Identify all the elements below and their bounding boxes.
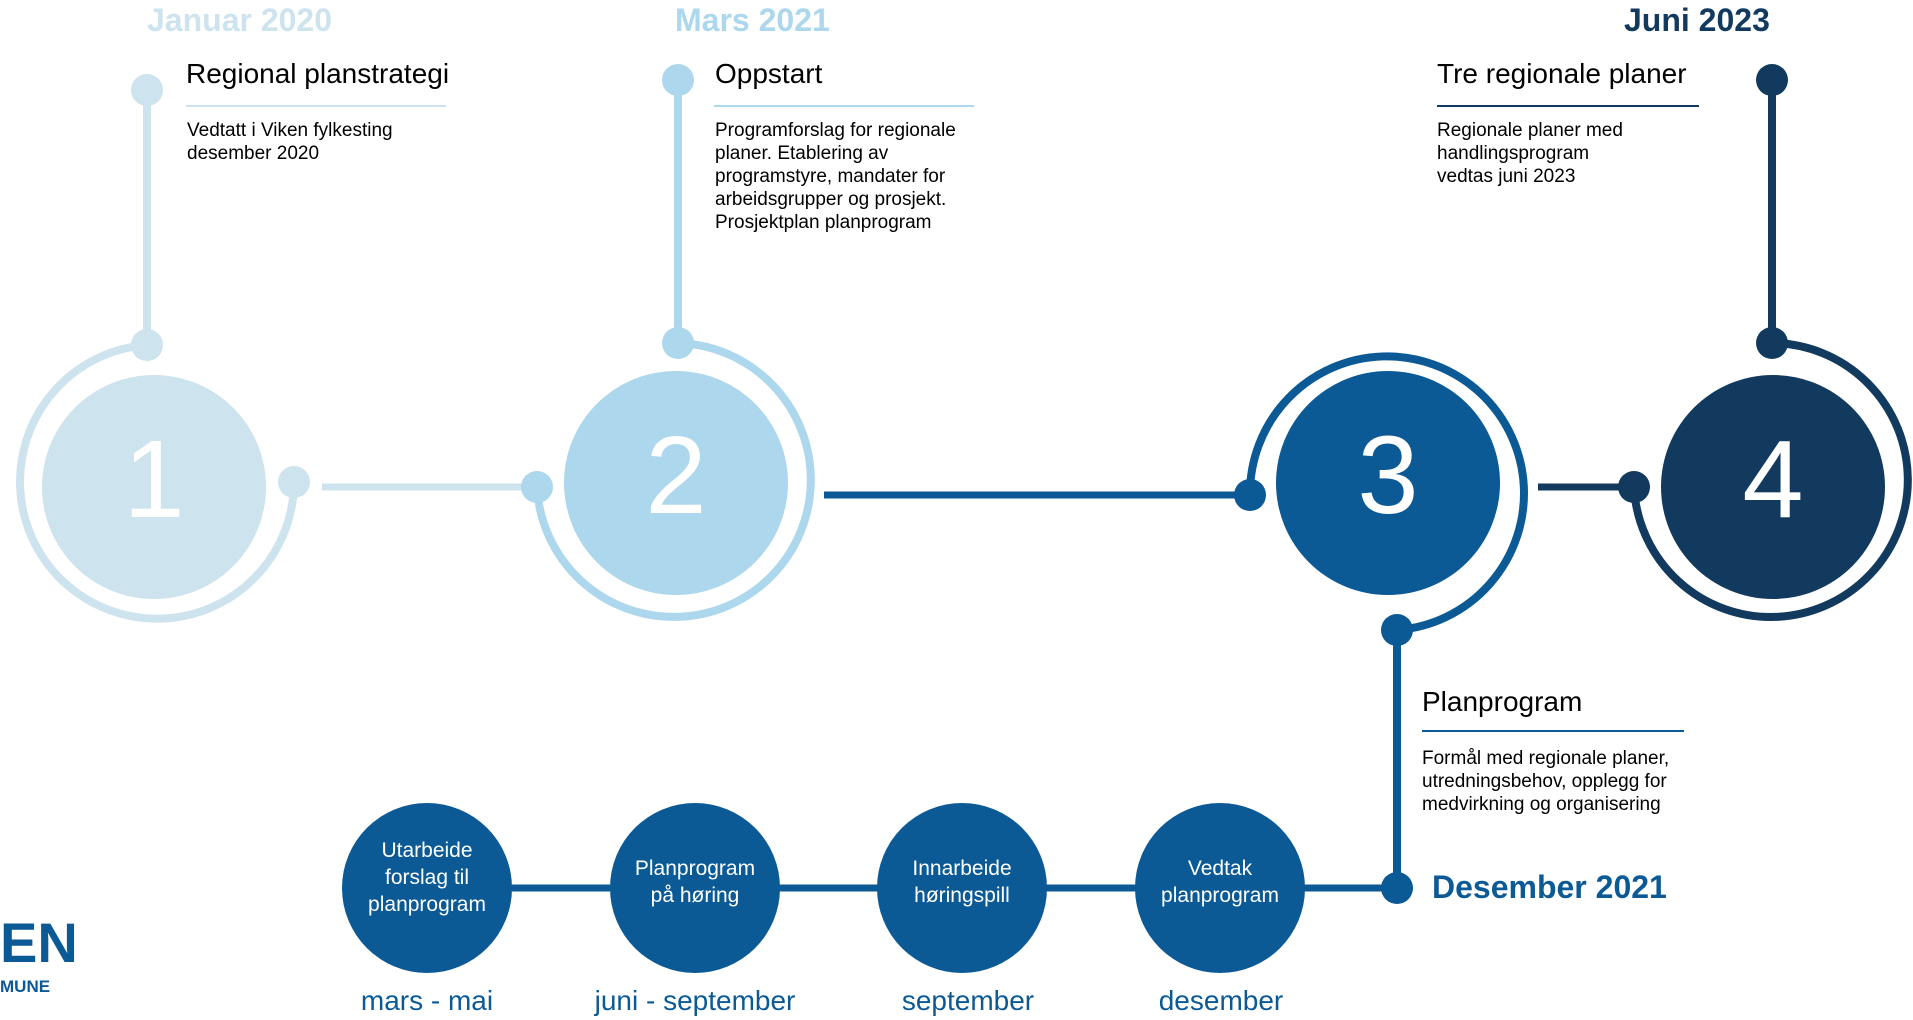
milestone-4-heading: Tre regionale planer <box>1437 58 1687 89</box>
stage-4-top-dot <box>1756 64 1788 96</box>
milestone-2-date: Mars 2021 <box>675 2 830 38</box>
stage-3-ring <box>1245 352 1528 634</box>
milestone-4-description: Regionale planer med handlingsprogram ve… <box>1437 120 1623 187</box>
stage-4-graphic <box>1618 64 1912 621</box>
stage-3-circle <box>1276 371 1500 595</box>
substep-2-period: juni - september <box>594 985 796 1016</box>
milestone-1-date: Januar 2020 <box>147 2 333 38</box>
stage-1-ring <box>16 341 298 623</box>
stage-4-ring <box>1630 339 1912 621</box>
substep-2-label: Planprogram på høring <box>634 857 756 907</box>
stage-3-ring-dot-left <box>1234 479 1266 511</box>
substep-circle-3 <box>877 803 1047 973</box>
substep-4-label: Vedtak planprogram <box>1161 857 1279 907</box>
stage-1-circle <box>42 375 266 599</box>
logo-subtext: MUNE <box>0 977 51 996</box>
stage-4-ring-dot-top <box>1756 327 1788 359</box>
milestone-2-number: 2 <box>645 414 707 537</box>
stage-1-ring-dot-right <box>278 466 310 498</box>
stage-1-graphic <box>16 74 537 623</box>
milestone-1-number: 1 <box>123 418 185 541</box>
stage-4-ring-dot-left <box>1618 471 1650 503</box>
milestone-3-number: 3 <box>1357 414 1419 537</box>
milestone-2-description: Programforslag for regionale planer. Eta… <box>715 120 956 233</box>
stage-2-top-dot <box>662 64 694 96</box>
stage-4-circle <box>1661 375 1885 599</box>
milestone-3-description: Formål med regionale planer, utredningsb… <box>1422 748 1670 815</box>
substep-circle-2 <box>610 803 780 973</box>
logo-mark: EN <box>0 911 78 974</box>
substep-circle-1 <box>342 803 512 973</box>
substep-1-period: mars - mai <box>360 985 494 1016</box>
stage-2-graphic <box>521 64 815 621</box>
stage-2-ring-dot-top <box>662 327 694 359</box>
milestone-2-heading: Oppstart <box>715 58 823 89</box>
substep-3-label: Innarbeide høringspill <box>912 857 1012 907</box>
milestone-1-description: Vedtatt i Viken fylkesting desember 2020 <box>187 120 393 164</box>
stage-1-top-dot <box>131 74 163 106</box>
substep-circle-4 <box>1135 803 1305 973</box>
substep-4-period: desember <box>1158 985 1284 1016</box>
stage-2-ring <box>533 339 815 621</box>
milestone-3-date: Desember 2021 <box>1432 869 1667 905</box>
substep-1-label: Utarbeide forslag til planprogram <box>368 839 486 916</box>
stage-3-ring-dot-bottom <box>1381 614 1413 646</box>
stage-1-ring-dot-top <box>131 329 163 361</box>
stage-2-circle <box>564 371 788 595</box>
milestone-4-number: 4 <box>1742 418 1804 541</box>
milestone-3-heading: Planprogram <box>1422 686 1583 717</box>
milestone-4-date: Juni 2023 <box>1624 2 1770 38</box>
substep-3-period: september <box>901 985 1035 1016</box>
milestone-1-heading: Regional planstrategi <box>186 58 450 89</box>
stage-3-graphic <box>1234 352 1528 904</box>
stage-2-ring-dot-left <box>521 471 553 503</box>
